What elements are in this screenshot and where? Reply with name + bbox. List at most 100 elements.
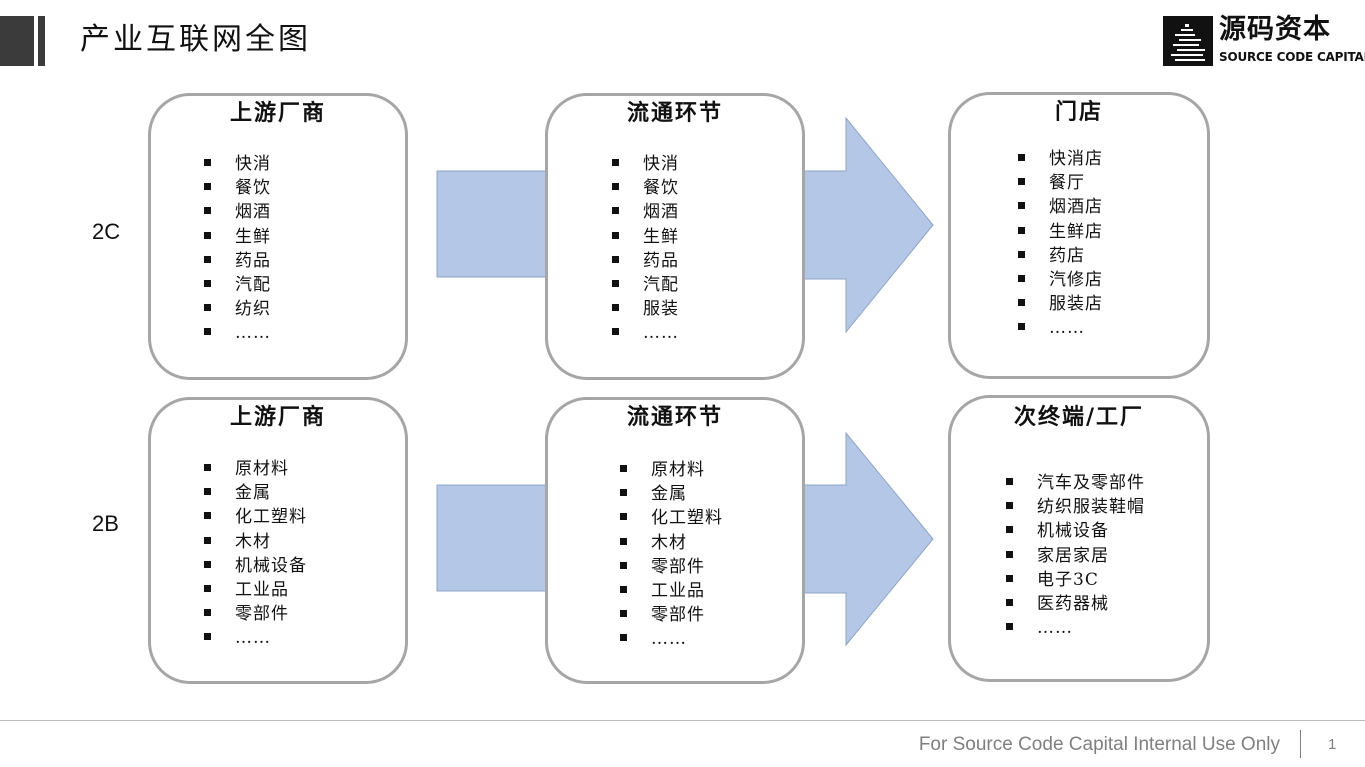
bullet-icon — [620, 537, 627, 545]
list-item: 药品 — [204, 249, 271, 273]
bullet-icon — [1006, 550, 1013, 558]
list-item: 服装店 — [1018, 292, 1103, 316]
bullet-icon — [620, 585, 627, 593]
list-item: 烟酒店 — [1018, 195, 1103, 219]
item-list: 汽车及零部件 纺织服装鞋帽 机械设备 家居家居 电子3C 医药器械 …… — [1006, 471, 1145, 640]
list-item: …… — [204, 626, 307, 650]
list-item: 零部件 — [620, 603, 723, 627]
bullet-icon — [612, 328, 619, 336]
box-title: 次终端/工厂 — [1013, 404, 1145, 430]
bullet-icon — [204, 255, 211, 263]
bullet-icon — [1018, 299, 1025, 307]
bullet-icon — [1018, 250, 1025, 258]
bullet-icon — [204, 464, 211, 471]
list-item: 化工塑料 — [204, 505, 307, 529]
bullet-icon — [1006, 574, 1013, 582]
footer-separator — [1300, 730, 1301, 758]
page-title: 产业互联网全图 — [80, 22, 311, 57]
bullet-icon — [1006, 598, 1013, 606]
box-upstream-2c: 上游厂商 快消 餐饮 烟酒 生鲜 药品 汽配 纺织 …… — [148, 93, 408, 380]
bullet-icon — [204, 328, 211, 336]
list-item: 机械设备 — [1006, 519, 1145, 543]
bullet-icon — [612, 304, 619, 312]
list-item: 汽配 — [612, 273, 679, 297]
list-item: 服装 — [612, 297, 679, 321]
box-circulation-2b: 流通环节 原材料 金属 化工塑料 木材 零部件 工业品 零部件 …… — [545, 397, 805, 684]
brand-logo: 源码资本 SOURCE CODE CAPITAL — [1163, 14, 1365, 66]
list-item: 烟酒 — [612, 200, 679, 224]
header-accent-block — [0, 16, 34, 66]
list-item: 餐厅 — [1018, 171, 1103, 195]
bullet-icon — [620, 561, 627, 569]
list-item: 烟酒 — [204, 200, 271, 224]
bullet-icon — [1018, 274, 1025, 282]
header-accent-bar — [38, 16, 45, 66]
bullet-icon — [1018, 178, 1025, 186]
list-item: 木材 — [204, 530, 307, 554]
list-item: 金属 — [204, 481, 307, 505]
bullet-icon — [204, 633, 211, 641]
item-list: 原材料 金属 化工塑料 木材 机械设备 工业品 零部件 …… — [204, 457, 307, 651]
bullet-icon — [1006, 478, 1013, 485]
list-item: …… — [204, 321, 271, 345]
list-item: 药店 — [1018, 244, 1103, 268]
list-item: 汽修店 — [1018, 268, 1103, 292]
bullet-icon — [204, 609, 211, 617]
list-item: 原材料 — [620, 458, 723, 482]
list-item: 家居家居 — [1006, 544, 1145, 568]
list-item: 纺织 — [204, 297, 271, 321]
box-circulation-2c: 流通环节 快消 餐饮 烟酒 生鲜 药品 汽配 服装 …… — [545, 93, 805, 380]
list-item: 工业品 — [620, 579, 723, 603]
list-item: 快消 — [612, 152, 679, 176]
box-destination-2c: 门店 快消店 餐厅 烟酒店 生鲜店 药店 汽修店 服装店 …… — [948, 92, 1210, 379]
box-destination-2b: 次终端/工厂 汽车及零部件 纺织服装鞋帽 机械设备 家居家居 电子3C 医药器械… — [948, 395, 1210, 682]
list-item: 电子3C — [1006, 568, 1145, 592]
bullet-icon — [620, 465, 627, 472]
bullet-icon — [204, 488, 211, 496]
bullet-icon — [620, 634, 627, 642]
list-item: …… — [620, 627, 723, 651]
footer-divider — [0, 720, 1365, 721]
list-item: 生鲜店 — [1018, 220, 1103, 244]
item-list: 快消店 餐厅 烟酒店 生鲜店 药店 汽修店 服装店 …… — [1018, 147, 1103, 341]
list-item: 汽车及零部件 — [1006, 471, 1145, 495]
list-item: 金属 — [620, 482, 723, 506]
bullet-icon — [1006, 502, 1013, 510]
bullet-icon — [612, 279, 619, 287]
bullet-icon — [1018, 202, 1025, 210]
item-list: 原材料 金属 化工塑料 木材 零部件 工业品 零部件 …… — [620, 458, 723, 652]
arrow-circulation-to-destination-2c — [800, 116, 934, 334]
bullet-icon — [612, 183, 619, 191]
list-item: 汽配 — [204, 273, 271, 297]
row-label-2c: 2C — [92, 219, 121, 244]
list-item: 零部件 — [204, 602, 307, 626]
arrow-upstream-to-circulation-2b — [436, 484, 550, 592]
bullet-icon — [204, 512, 211, 520]
bullet-icon — [204, 183, 211, 191]
bullet-icon — [204, 231, 211, 239]
box-title: 流通环节 — [626, 404, 723, 430]
bullet-icon — [204, 159, 211, 166]
bullet-icon — [612, 159, 619, 166]
list-item: 原材料 — [204, 457, 307, 481]
bullet-icon — [204, 584, 211, 592]
list-item: 医药器械 — [1006, 592, 1145, 616]
row-label-2b: 2B — [92, 511, 119, 536]
bullet-icon — [1006, 526, 1013, 534]
list-item: 药品 — [612, 249, 679, 273]
bullet-icon — [1018, 323, 1025, 331]
logo-english-name: SOURCE CODE CAPITAL — [1219, 50, 1365, 64]
bullet-icon — [620, 489, 627, 497]
list-item: …… — [1006, 616, 1145, 640]
bullet-icon — [620, 610, 627, 618]
bullet-icon — [1018, 154, 1025, 161]
item-list: 快消 餐饮 烟酒 生鲜 药品 汽配 服装 …… — [612, 152, 679, 346]
bullet-icon — [612, 207, 619, 215]
list-item: …… — [612, 321, 679, 345]
bullet-icon — [1018, 226, 1025, 234]
list-item: 工业品 — [204, 578, 307, 602]
list-item: 纺织服装鞋帽 — [1006, 495, 1145, 519]
list-item: 零部件 — [620, 555, 723, 579]
bullet-icon — [204, 560, 211, 568]
bullet-icon — [204, 207, 211, 215]
